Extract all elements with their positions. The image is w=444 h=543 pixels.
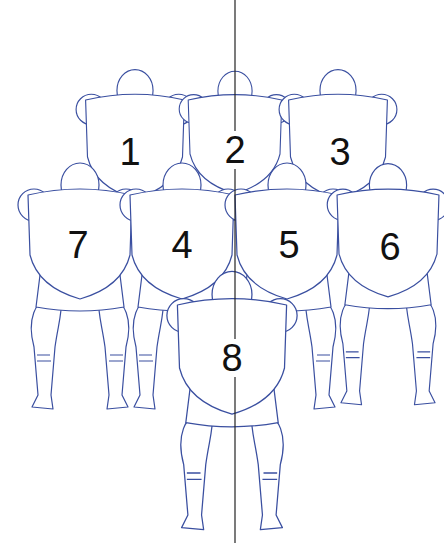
player-figure [167,271,297,529]
center-line [234,0,235,543]
callout-number: 2 [222,131,247,169]
callout-number: 4 [169,226,194,264]
callout-number: 7 [65,226,90,264]
callout-number: 5 [276,226,301,264]
callout-number: 3 [327,133,352,171]
player-figure [327,164,444,405]
callout-number: 1 [117,133,142,171]
callout-number: 6 [377,228,402,266]
callout-number: 8 [219,339,244,377]
